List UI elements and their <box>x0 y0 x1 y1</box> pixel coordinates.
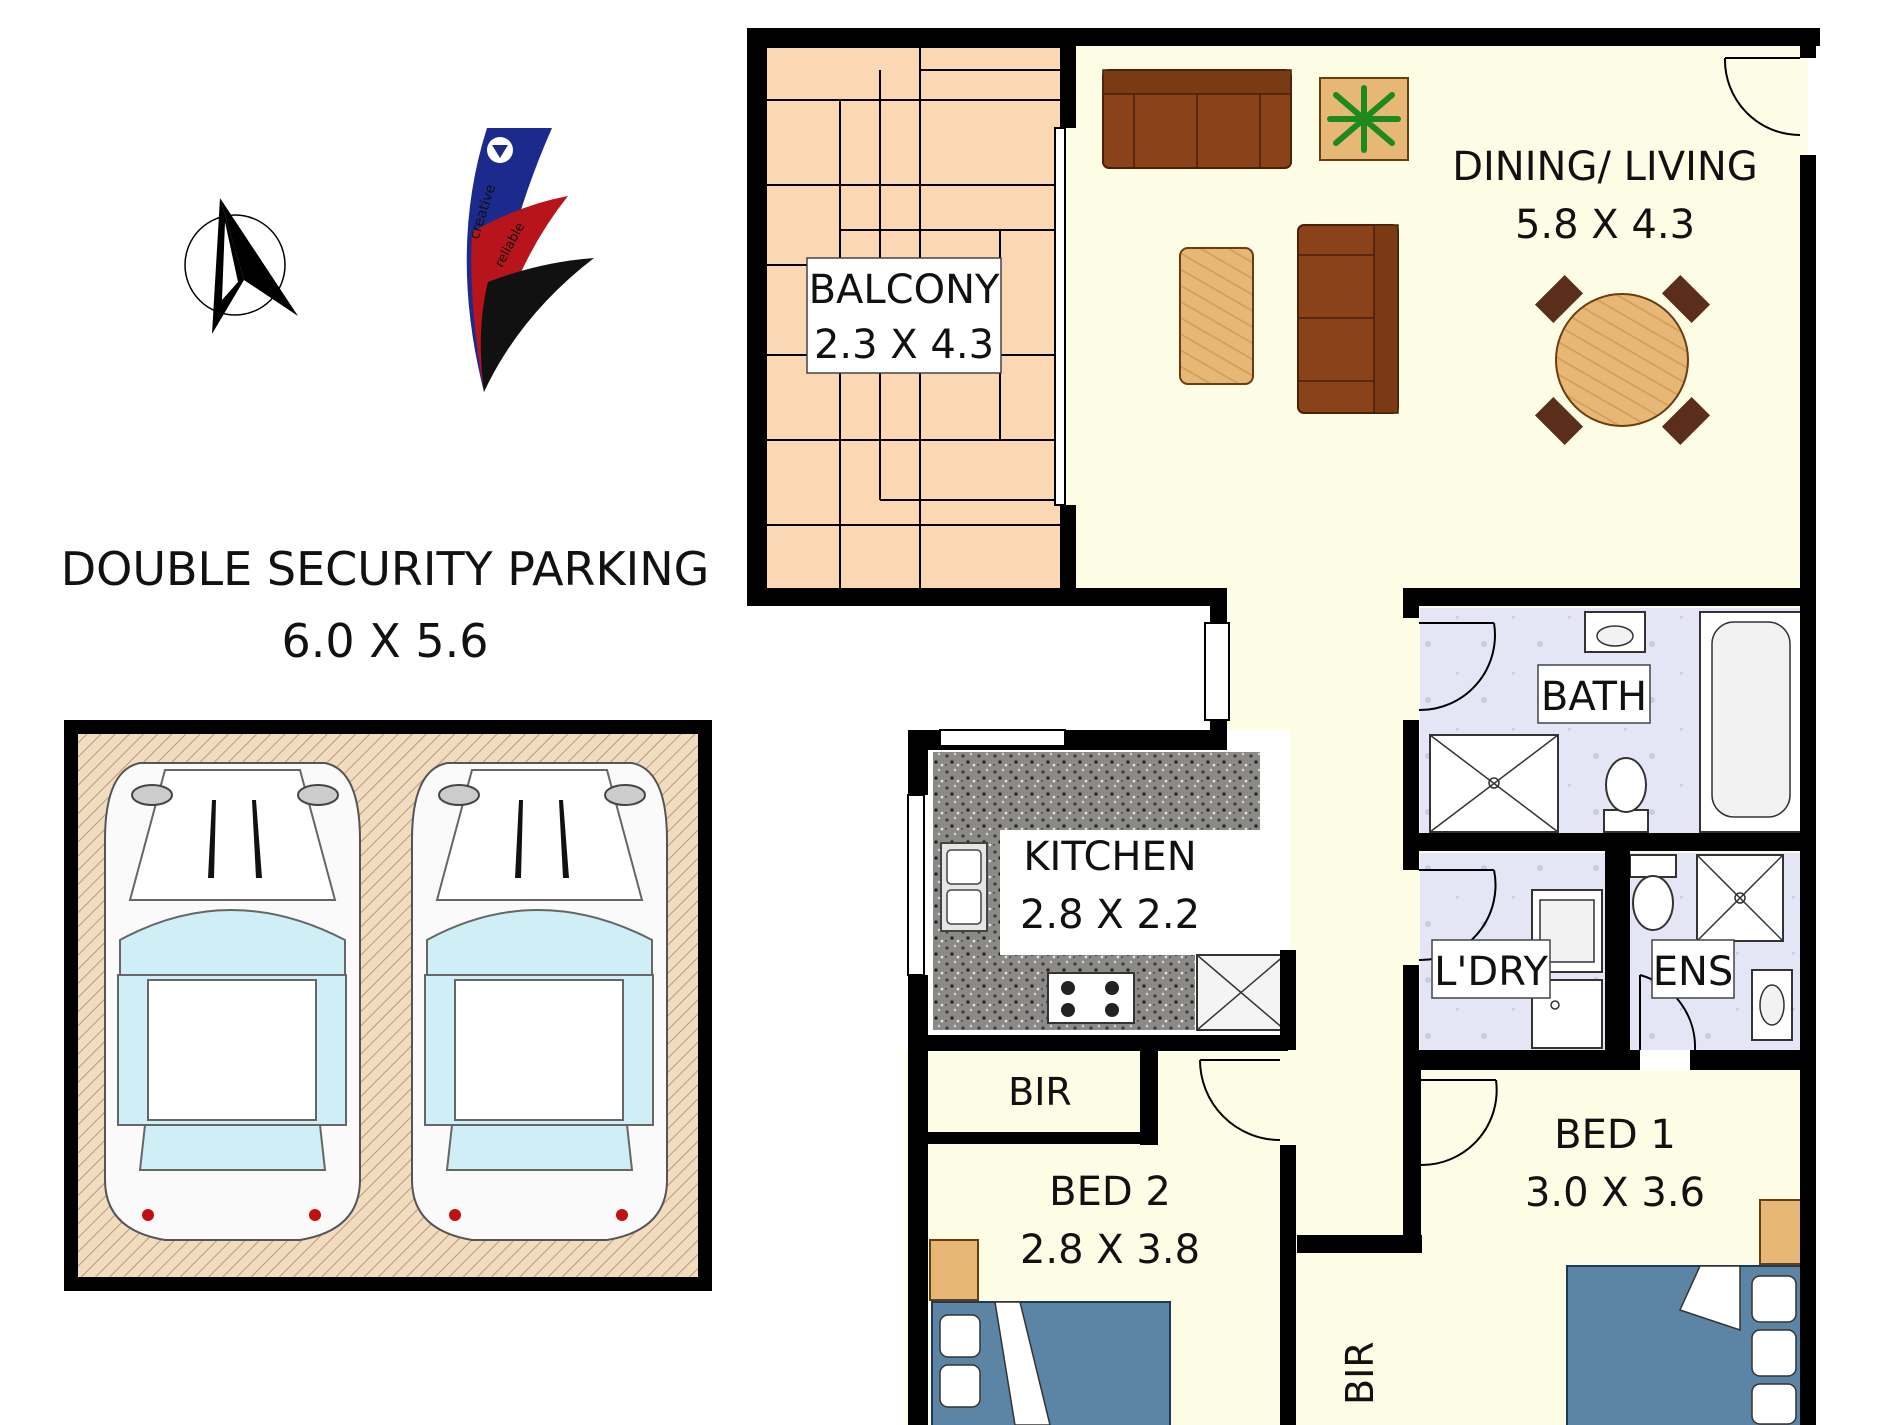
parking-area: DOUBLE SECURITY PARKING 6.0 X 5.6 <box>61 542 712 1291</box>
shower-icon <box>1696 854 1784 942</box>
parking-title: DOUBLE SECURITY PARKING <box>61 542 710 596</box>
plant-icon <box>1319 77 1409 161</box>
ensuite-door-icon <box>1639 974 1697 1051</box>
kitchen-sink-icon <box>940 842 988 932</box>
laundry-label-box <box>1431 939 1551 999</box>
bed2-name: BED 2 <box>1049 1169 1171 1215</box>
bed-icon <box>1566 1265 1806 1425</box>
ensuite-label-box <box>1651 939 1735 999</box>
shower-icon <box>1429 734 1559 833</box>
bath-label-box <box>1537 664 1651 724</box>
balcony-label-box <box>806 257 1002 374</box>
car-icon <box>411 762 668 1241</box>
bed1-size: 3.0 X 3.6 <box>1525 1170 1705 1216</box>
bed1-door-icon <box>1420 1079 1498 1167</box>
bed2-bir-name: BIR <box>1008 1070 1072 1114</box>
dining-table-icon <box>1534 274 1711 446</box>
company-logo-icon: creative reliable efficient <box>467 128 594 392</box>
cooktop-icon <box>1047 972 1135 1024</box>
coffee-table-icon <box>1179 247 1254 385</box>
sliding-door-window <box>1054 127 1066 506</box>
bed1-name: BED 1 <box>1554 1112 1676 1158</box>
kitchen-size: 2.8 X 2.2 <box>1020 892 1200 938</box>
ensuite-name: ENS <box>1653 949 1734 995</box>
entry-door-icon <box>1723 57 1801 136</box>
room-labels: BALCONY 2.3 X 4.3 DINING/ LIVING 5.8 X 4… <box>806 144 1758 1405</box>
bath-door-icon <box>1418 622 1496 712</box>
hall-bir-name: BIR <box>1338 1341 1382 1405</box>
sofa-icon <box>1297 224 1399 414</box>
bedside-table-icon <box>929 1239 979 1301</box>
window <box>939 729 1066 747</box>
basin-icon <box>1751 969 1793 1041</box>
basin-icon <box>1584 611 1646 653</box>
parking-size: 6.0 X 5.6 <box>281 614 488 668</box>
kitchen-name: KITCHEN <box>1023 834 1196 880</box>
north-arrow-icon <box>184 198 298 334</box>
bed-icon <box>931 1301 1171 1425</box>
car-icon <box>104 762 361 1241</box>
kitchen-benchtop <box>933 752 1260 1030</box>
balcony-name: BALCONY <box>809 267 1000 313</box>
toilet-icon <box>1603 757 1649 833</box>
bathtub-icon <box>1699 611 1803 833</box>
window <box>1204 622 1230 721</box>
sofa-icon <box>1102 69 1292 169</box>
bath-name: BATH <box>1541 674 1647 720</box>
doors <box>1199 57 1801 1167</box>
bed2-size: 2.8 X 3.8 <box>1020 1227 1200 1273</box>
balcony-size: 2.3 X 4.3 <box>814 322 994 368</box>
dining-living-name: DINING/ LIVING <box>1452 144 1758 190</box>
toilet-icon <box>1629 854 1677 931</box>
windows <box>907 127 1230 976</box>
fridge-icon <box>1196 954 1286 1031</box>
bed2-door-icon <box>1199 1059 1281 1141</box>
dining-living-size: 5.8 X 4.3 <box>1515 202 1695 248</box>
laundry-name: L'DRY <box>1434 949 1548 995</box>
window <box>907 794 925 976</box>
furniture <box>929 69 1809 1425</box>
laundry-tub-icon <box>1531 889 1603 973</box>
